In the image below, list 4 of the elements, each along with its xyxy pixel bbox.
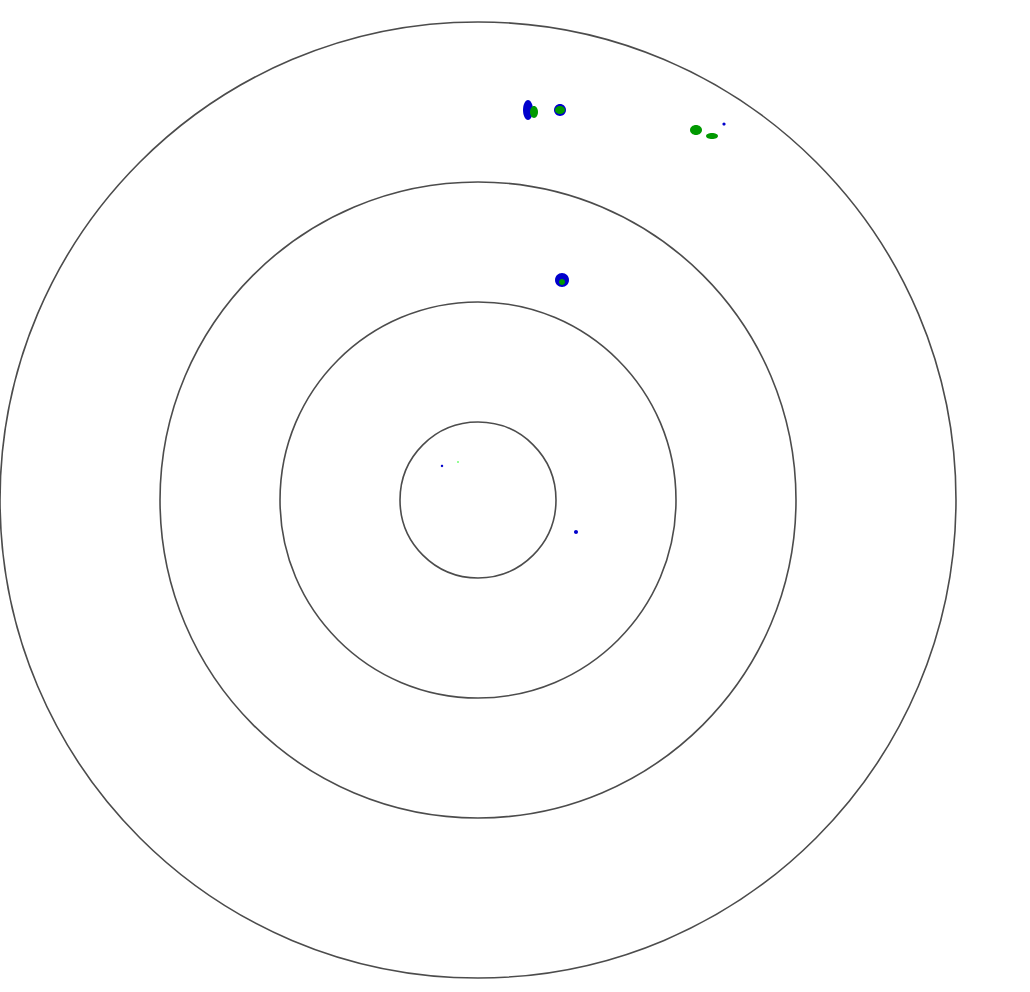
range-ring: [399, 421, 557, 579]
range-ring: [0, 21, 957, 979]
range-ring: [279, 301, 677, 699]
range-ring: [159, 181, 797, 819]
